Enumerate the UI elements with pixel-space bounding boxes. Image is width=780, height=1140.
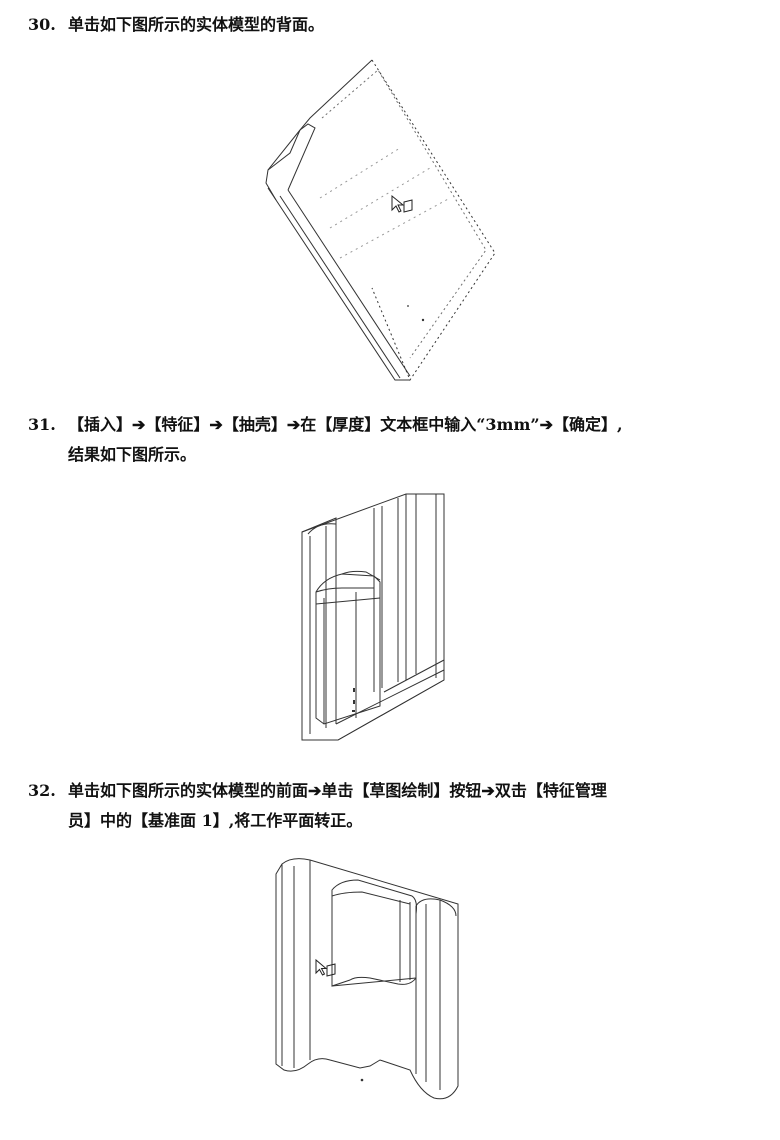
step-30: 30. 单击如下图所示的实体模型的背面。 — [28, 10, 752, 40]
step-continuation: 员】中的【基准面 1】,将工作平面转正。 — [68, 811, 363, 830]
model-drawing — [265, 59, 496, 382]
step-32: 32. 单击如下图所示的实体模型的前面➔单击【草图绘制】按钮➔双击【特征管理 员】… — [28, 776, 752, 836]
figure-back-face-model — [260, 58, 500, 388]
figure-shelled-model — [296, 492, 456, 750]
figure-front-face-model — [270, 854, 466, 1110]
model-drawing — [301, 493, 445, 741]
model-drawing — [275, 858, 459, 1100]
step-continuation: 结果如下图所示。 — [68, 445, 197, 464]
cursor-face-select-icon — [391, 194, 413, 213]
step-text: 单击如下图所示的实体模型的前面➔单击【草图绘制】按钮➔双击【特征管理 — [68, 781, 607, 800]
step-number: 31. — [28, 415, 56, 434]
step-text: 单击如下图所示的实体模型的背面。 — [68, 15, 325, 34]
step-number: 30. — [28, 15, 56, 34]
step-number: 32. — [28, 781, 56, 800]
step-31: 31. 【插入】➔【特征】➔【抽壳】➔在【厚度】文本框中输入“3mm”➔【确定】,… — [28, 410, 752, 470]
step-text: 【插入】➔【特征】➔【抽壳】➔在【厚度】文本框中输入“3mm”➔【确定】, — [68, 415, 623, 434]
cursor-face-select-icon — [315, 958, 336, 977]
